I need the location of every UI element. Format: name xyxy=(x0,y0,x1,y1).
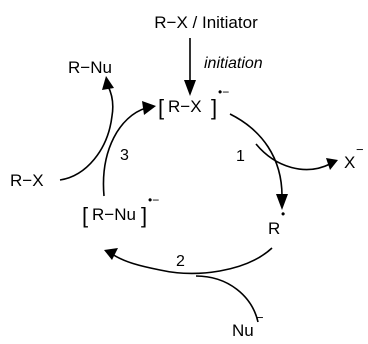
bracket-left-left: [ xyxy=(82,203,88,228)
step1-arc xyxy=(229,113,283,197)
leaving-group-charge: − xyxy=(356,142,364,157)
initiation-arrow-head xyxy=(184,80,196,96)
step3-arc-head xyxy=(142,101,156,115)
step1-label: 1 xyxy=(236,148,245,165)
radical-r-dot: • xyxy=(281,207,285,221)
leaving-group-x: X xyxy=(344,153,355,172)
radical-r: R xyxy=(268,219,280,238)
nucleophile-charge: − xyxy=(256,310,264,325)
step1-arc-head xyxy=(276,194,288,210)
step3-label: 3 xyxy=(120,147,129,164)
radical-anion-rnu: R−Nu xyxy=(92,205,136,224)
leaving-group-arrow xyxy=(255,143,331,171)
bracket-right-left: ] xyxy=(141,203,147,228)
substrate-rx: R−X xyxy=(10,171,44,190)
radical-anion-rnu-charge: •− xyxy=(148,193,159,207)
substrate-product-arrow-head xyxy=(102,76,114,90)
initiation-source-label: R−X / Initiator xyxy=(154,13,258,32)
bracket-right-top: ] xyxy=(211,95,217,120)
radical-anion-rx-charge: •− xyxy=(218,85,229,99)
radical-anion-rx: R−X xyxy=(168,97,202,116)
step2-arc xyxy=(111,247,273,275)
initiation-label: initiation xyxy=(204,55,263,72)
substrate-product-arrow xyxy=(59,85,114,181)
nucleophile-nu: Nu xyxy=(232,321,254,340)
step2-arc-head xyxy=(104,248,118,260)
bracket-left-top: [ xyxy=(158,95,164,120)
product-rnu: R−Nu xyxy=(68,58,112,77)
step2-label: 2 xyxy=(176,253,185,270)
nucleophile-arrow xyxy=(195,275,259,323)
step3-arc xyxy=(102,107,147,197)
leaving-group-arrow-head xyxy=(326,158,338,170)
